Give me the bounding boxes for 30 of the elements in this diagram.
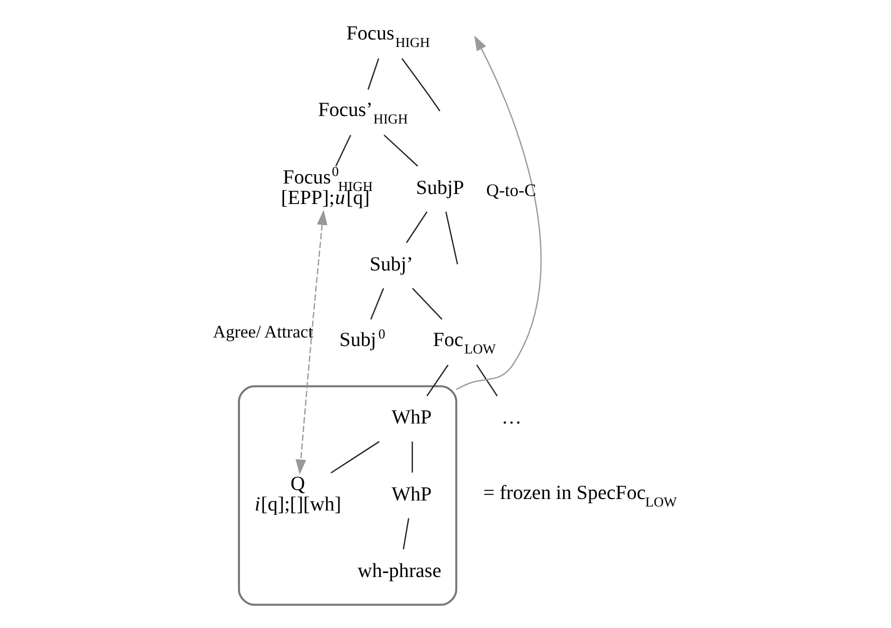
connector bbox=[370, 288, 384, 320]
connector bbox=[335, 134, 352, 166]
node-text: Subj’ bbox=[370, 253, 414, 276]
connector bbox=[406, 211, 428, 244]
arrow bbox=[456, 36, 542, 390]
connector bbox=[402, 518, 410, 550]
connector bbox=[426, 364, 449, 396]
cluster bbox=[238, 385, 458, 606]
connector bbox=[412, 288, 442, 320]
node-text: Focus$_{HIGH}$ bbox=[346, 22, 430, 50]
connector bbox=[368, 58, 380, 90]
node-text: Q i[q];[][wh] bbox=[254, 473, 342, 516]
connector bbox=[476, 364, 498, 396]
arrow bbox=[296, 210, 328, 475]
connector bbox=[384, 134, 418, 167]
node-text: Foc$_{LOW}$ bbox=[433, 328, 496, 356]
node-text: Subj$^{0}$ bbox=[339, 326, 386, 351]
node-text: WhP bbox=[392, 406, 432, 429]
connector bbox=[445, 212, 458, 264]
node-text: SubjP bbox=[416, 176, 464, 199]
edge-label: Agree/ Attract bbox=[213, 322, 314, 342]
node-text: WhP bbox=[392, 483, 432, 506]
connector bbox=[401, 58, 440, 112]
node-label: = frozen in SpecFoc$_{LOW}$ bbox=[483, 482, 677, 510]
edge-label: Q-to-C bbox=[486, 180, 536, 200]
node-text: wh-phrase bbox=[358, 560, 442, 582]
connector bbox=[330, 441, 380, 474]
connector bbox=[412, 442, 413, 473]
node-text: … bbox=[501, 406, 522, 429]
node-text: Focus’$_{HIGH}$ bbox=[318, 98, 408, 126]
